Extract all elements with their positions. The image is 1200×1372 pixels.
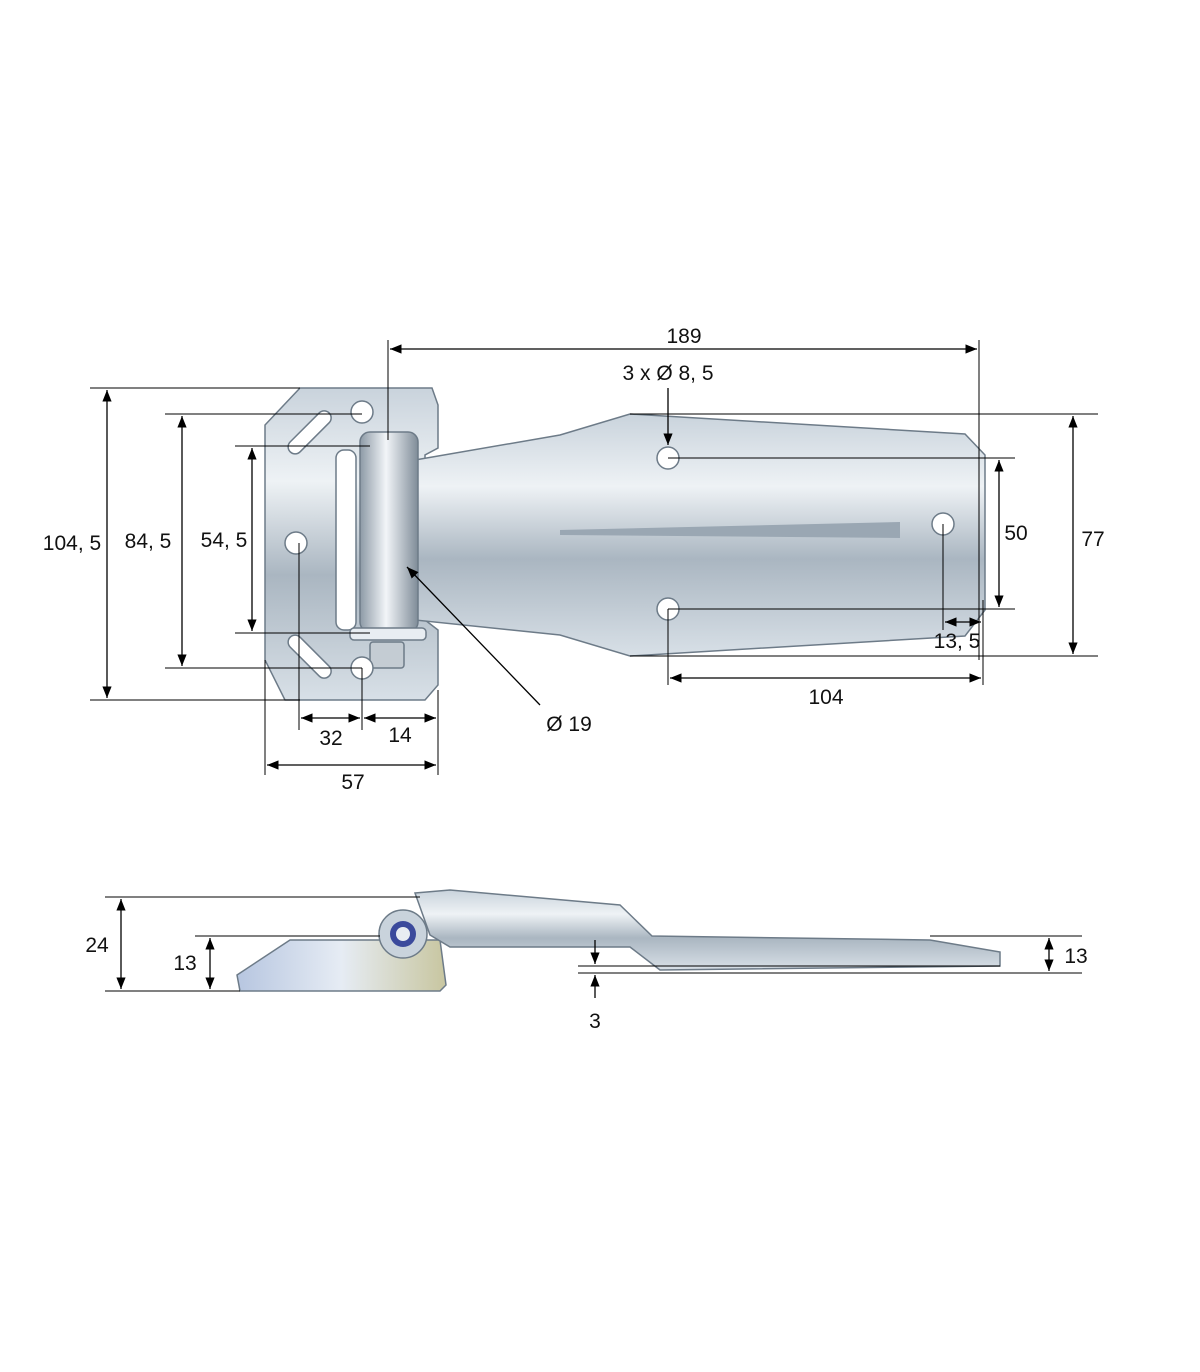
top-dimensions <box>90 340 1098 775</box>
dim-pin-length: 54, 5 <box>201 529 248 552</box>
side-dimensions <box>105 896 1082 998</box>
side-labels: 24 13 13 3 <box>85 934 1087 1033</box>
leaf-rib <box>560 522 900 538</box>
dim-hole-edge-offset: 13, 5 <box>934 630 981 653</box>
nut-icon <box>369 641 405 669</box>
dim-pin-to-edge: 14 <box>388 724 412 747</box>
hinge-pin <box>359 431 419 633</box>
dim-leaf-offset: 13 <box>1064 945 1087 968</box>
dim-holes: 3 x Ø 8, 5 <box>622 362 713 385</box>
dim-leaf-hole-spacing: 50 <box>1004 522 1027 545</box>
dim-pin-diameter: Ø 19 <box>546 713 592 736</box>
top-labels: 189 3 x Ø 8, 5 104, 5 84, 5 54, 5 50 77 … <box>43 325 1105 794</box>
dim-plate-height: 104, 5 <box>43 532 101 555</box>
plate-hole-2 <box>350 400 374 424</box>
slot-top <box>287 410 332 455</box>
dim-thickness: 3 <box>589 1010 601 1033</box>
side-leaf <box>413 889 1001 971</box>
dim-overall-length: 189 <box>666 325 701 348</box>
plate-slot <box>335 449 357 631</box>
pin-head <box>349 627 427 641</box>
plate-hole-1 <box>284 531 308 555</box>
hinge-top-view <box>264 387 986 701</box>
dim-plate-offset: 13 <box>173 952 196 975</box>
hinge-side-view <box>236 889 1001 992</box>
dim-plate-width: 57 <box>341 771 364 794</box>
dim-plate-hole-to-pin: 32 <box>319 727 342 750</box>
dim-leaf-hole-distance: 104 <box>808 686 843 709</box>
pivot-nut-inner <box>396 927 410 941</box>
dim-plate-hole-spacing: 84, 5 <box>125 530 172 553</box>
dim-leaf-width: 77 <box>1081 528 1104 551</box>
dim-total-height: 24 <box>85 934 109 957</box>
